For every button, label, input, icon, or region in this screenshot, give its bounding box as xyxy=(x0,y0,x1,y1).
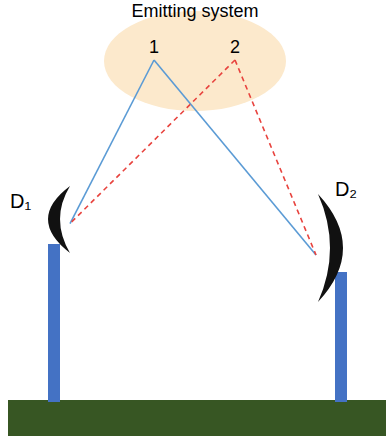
system-title: Emitting system xyxy=(98,2,292,22)
point-label: 1 xyxy=(144,38,164,60)
detector-label: D₁ xyxy=(10,190,70,212)
detector-post xyxy=(48,244,60,402)
detector: D₂ xyxy=(316,178,376,278)
detector-dish xyxy=(48,186,70,253)
ground xyxy=(8,400,386,436)
ray-line xyxy=(235,60,316,255)
emitting-region xyxy=(104,11,286,111)
detector-label: D₂ xyxy=(316,178,376,200)
detector-post xyxy=(335,272,347,402)
point-number: 2 xyxy=(225,38,245,58)
point-label: 2 xyxy=(225,38,245,60)
point-number: 1 xyxy=(144,38,164,58)
detector-dish xyxy=(318,194,343,302)
ray-line xyxy=(70,60,154,224)
ray-line xyxy=(154,60,316,255)
detector: D₁ xyxy=(10,190,70,246)
emitting-system: Emitting system 1 2 xyxy=(98,0,292,112)
ray-line xyxy=(70,60,235,224)
